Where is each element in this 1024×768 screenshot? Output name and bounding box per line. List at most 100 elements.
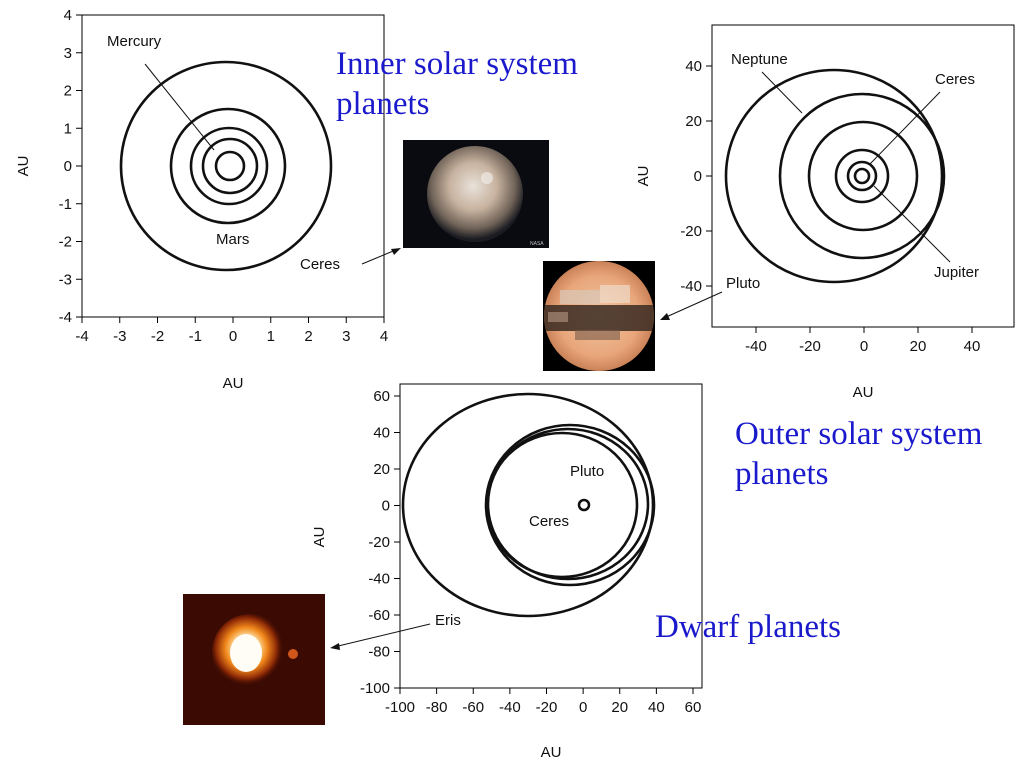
- dwarf-caption-line-1: Dwarf planets: [655, 609, 842, 645]
- eris-orbit: [401, 392, 655, 618]
- dwarf-y-axis-label: AU: [311, 527, 328, 548]
- dwarf-orbit-plot: -100 -80 -60 -40 -20 0 20 40 60 60 40 20 0 -20 -40 -60…: [311, 383, 703, 761]
- inner-y-tick-label: 3: [64, 45, 72, 62]
- inner-x-tick-label: -2: [151, 328, 164, 345]
- dwarf-x-tick-label: -100: [385, 699, 415, 716]
- neptune-orbit: [778, 92, 946, 260]
- inner-caption-line-1: Inner solar system: [336, 46, 578, 82]
- inner-caption-line-2: planets: [336, 86, 430, 122]
- eris-photo: [183, 594, 325, 725]
- pluto-orbit-dwarf-c: [485, 431, 639, 579]
- pluto-orbit: [724, 68, 944, 284]
- outer-ceres-label: Ceres: [935, 71, 975, 88]
- dwarf-x-tick-label: -80: [426, 699, 448, 716]
- inner-orbit-plot: -4 -3 -2 -1 0 1 2 3 4 4 3 2 1 0 -1 -2 -3 -4 AU AU Mercur…: [15, 7, 388, 392]
- outer-y-tick-label: 0: [694, 168, 702, 185]
- neptune-label: Neptune: [731, 51, 788, 68]
- inner-x-tick-label: 0: [229, 328, 237, 345]
- dwarf-ceres-label: Ceres: [529, 513, 569, 530]
- dwarf-x-tick-label: 0: [579, 699, 587, 716]
- mars-orbit: [169, 107, 287, 225]
- outer-y-axis: 40 20 0 -20 -40: [680, 58, 712, 295]
- outer-y-tick-label: 20: [685, 113, 702, 130]
- mercury-label: Mercury: [107, 33, 162, 50]
- inner-planets-caption: Inner solar system planets: [336, 44, 578, 124]
- inner-x-tick-label: -1: [189, 328, 202, 345]
- pluto-arrowhead: [660, 313, 670, 320]
- dwarf-planets-caption: Dwarf planets: [655, 607, 841, 647]
- ceres-orbit-outer: [853, 167, 871, 185]
- photo-credit: NASA: [530, 241, 544, 247]
- inner-x-tick-label: -3: [113, 328, 126, 345]
- dwarf-y-tick-label: 0: [382, 498, 390, 515]
- inner-y-tick-label: -4: [59, 309, 72, 326]
- inner-y-axis-label: AU: [15, 156, 32, 177]
- inner-y-tick-label: 2: [64, 83, 72, 100]
- jupiter-pointer: [873, 185, 951, 263]
- outer-x-tick-label: 20: [910, 338, 927, 355]
- inner-y-tick-label: -3: [59, 271, 72, 288]
- dwarf-y-tick-label: -80: [368, 644, 390, 661]
- outer-x-tick-label: -40: [745, 338, 767, 355]
- inner-y-tick-label: -2: [59, 234, 72, 251]
- inner-x-tick-label: 3: [342, 328, 350, 345]
- dwarf-y-tick-label: -40: [368, 571, 390, 588]
- inner-y-tick-label: 4: [64, 7, 72, 24]
- jupiter-orbit: [846, 160, 878, 192]
- dwarf-y-tick-label: 40: [373, 425, 390, 442]
- inner-x-tick-label: -4: [75, 328, 88, 345]
- pluto-orbit-dwarf-a: [484, 423, 656, 587]
- outer-ceres-pointer: [869, 91, 941, 165]
- uranus-orbit: [807, 120, 919, 232]
- saturn-orbit: [834, 148, 890, 204]
- pluto-photo-arrow: [663, 291, 723, 319]
- outer-caption-line-1: Outer solar system: [735, 416, 983, 452]
- inner-y-tick-label: -1: [59, 196, 72, 213]
- dwarf-x-axis-label: AU: [541, 744, 562, 761]
- ceres-orbit-inner: [119, 60, 333, 272]
- outer-planets-caption: Outer solar system planets: [735, 414, 982, 494]
- venus-orbit: [201, 137, 259, 195]
- outer-x-axis: -40 -20 0 20 40: [745, 327, 980, 355]
- inner-x-tick-label: 4: [380, 328, 388, 345]
- eris-photo-arrow: [333, 623, 431, 648]
- pluto-photo-label: Pluto: [726, 275, 760, 292]
- dwarf-pluto-label: Pluto: [570, 463, 604, 480]
- mars-label: Mars: [216, 231, 249, 248]
- outer-y-tick-label: -20: [680, 223, 702, 240]
- outer-y-tick-label: 40: [685, 58, 702, 75]
- outer-x-tick-label: -20: [799, 338, 821, 355]
- neptune-pointer: [761, 71, 803, 114]
- inner-y-tick-label: 1: [64, 120, 72, 137]
- inner-x-axis-label: AU: [223, 375, 244, 392]
- inner-y-tick-label: 0: [64, 158, 72, 175]
- dwarf-y-tick-label: -100: [360, 680, 390, 697]
- outer-y-axis-label: AU: [635, 166, 652, 187]
- ceres-orbit-dwarf: [577, 498, 591, 512]
- ceres-photo: NASA: [403, 140, 549, 248]
- outer-y-tick-label: -40: [680, 278, 702, 295]
- dwarf-x-tick-label: -20: [536, 699, 558, 716]
- dwarf-y-axis: 60 40 20 0 -20 -40 -60 -80 -100: [360, 388, 400, 697]
- dwarf-y-tick-label: -20: [368, 534, 390, 551]
- eris-photo-label: Eris: [435, 612, 461, 629]
- dwarf-x-tick-label: 20: [611, 699, 628, 716]
- jupiter-label: Jupiter: [934, 264, 979, 281]
- dwarf-y-tick-label: 20: [373, 461, 390, 478]
- dwarf-y-tick-label: -60: [368, 607, 390, 624]
- inner-y-axis: 4 3 2 1 0 -1 -2 -3 -4: [59, 7, 82, 326]
- dwarf-x-tick-label: 60: [685, 699, 702, 716]
- ceres-photo-label: Ceres: [300, 256, 340, 273]
- inner-x-tick-label: 1: [267, 328, 275, 345]
- earth-orbit: [189, 126, 269, 206]
- outer-x-tick-label: 40: [964, 338, 981, 355]
- ceres-photo-arrow: [361, 248, 399, 265]
- eris-arrowhead: [330, 643, 340, 650]
- dwarf-y-tick-label: 60: [373, 388, 390, 405]
- ceres-arrowhead: [391, 248, 401, 255]
- outer-x-tick-label: 0: [860, 338, 868, 355]
